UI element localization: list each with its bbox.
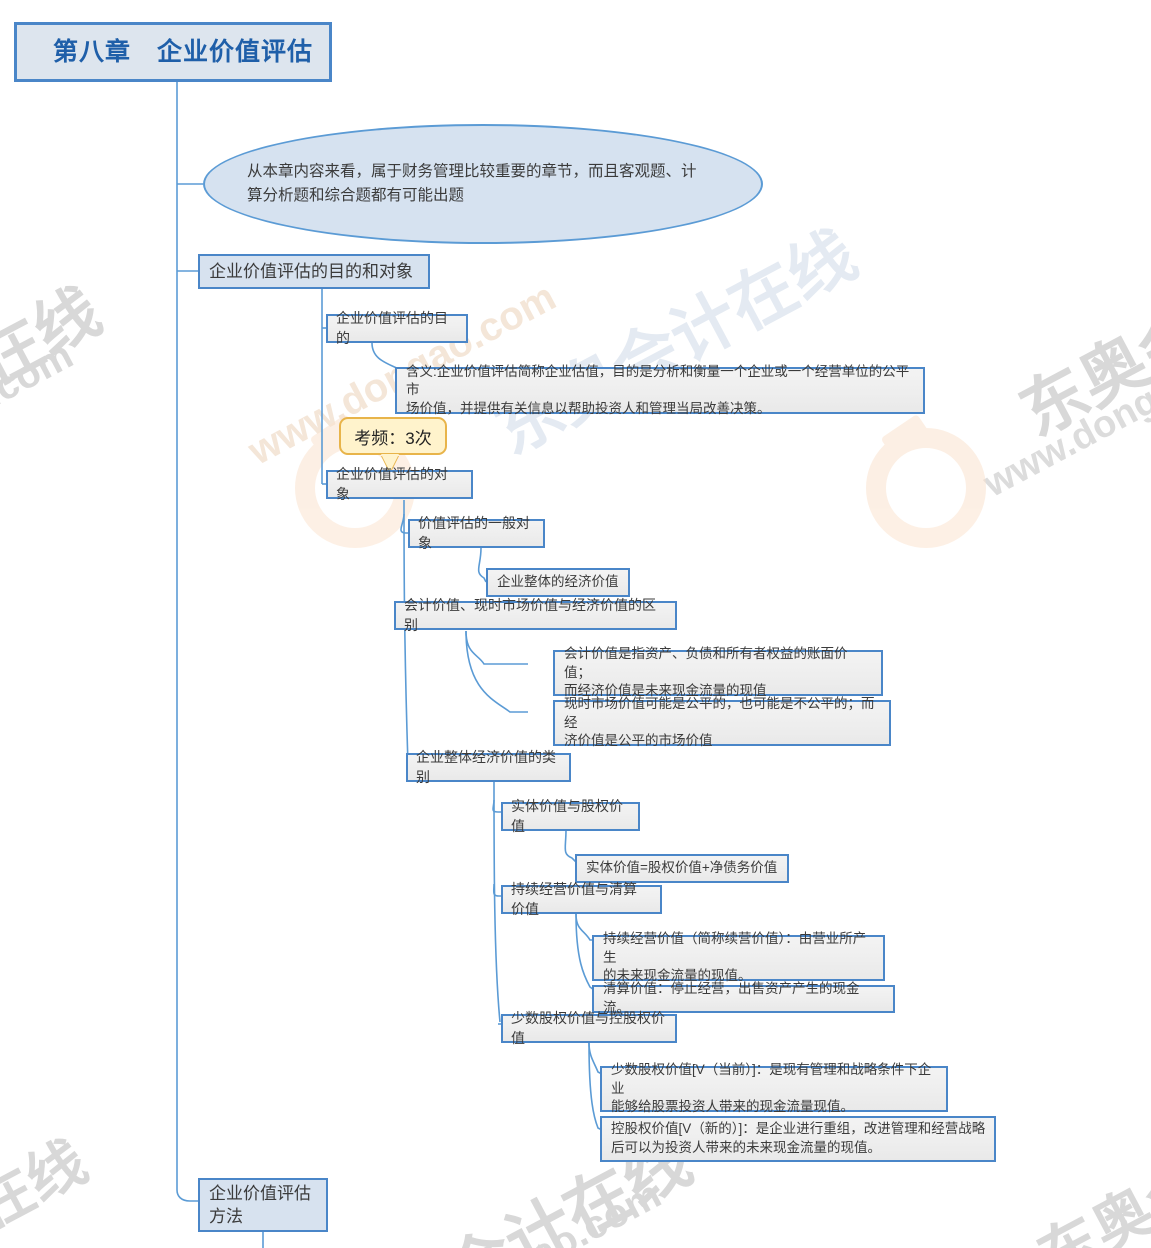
chapter-intro-note[interactable]: 从本章内容来看，属于财务管理比较重要的章节，而且客观题、计 算分析题和综合题都有… <box>203 124 763 244</box>
node-value-difference[interactable]: 会计价值、现时市场价值与经济价值的区别 <box>394 597 677 633</box>
watermark-right-url: www.dongao.com <box>976 316 1151 506</box>
node-minority-vs-controlling[interactable]: 少数股权价值与控股权价值 <box>501 1010 677 1046</box>
exam-frequency-callout[interactable]: 考频：3次 <box>339 417 447 455</box>
detail-going-concern-value[interactable]: 持续经营价值（简称续营价值）：由营业所产生 的未来现金流量的现值。 <box>592 931 885 983</box>
node-value-categories[interactable]: 企业整体经济价值的类别 <box>406 749 571 785</box>
detail-controlling-interest-value[interactable]: 控股权价值[V（新的）]：是企业进行重组，改进管理和经营战略 后可以为投资人带来… <box>600 1116 996 1162</box>
watermark-left-top: 在线 <box>0 274 112 399</box>
detail-value-difference-2[interactable]: 现时市场价值可能是公平的，也可能是不公平的；而经 济价值是公平的市场价值 <box>553 696 891 748</box>
node-valuation-object[interactable]: 企业价值评估的对象 <box>326 466 473 502</box>
detail-value-difference-1[interactable]: 会计价值是指资产、负债和所有者权益的账面价值； 而经济价值是未来现金流量的现值 <box>553 646 883 698</box>
detail-overall-economic-value[interactable]: 企业整体的经济价值 <box>486 568 630 597</box>
detail-liquidation-value[interactable]: 清算价值：停止经营，出售资产产生的现金流。 <box>592 981 895 1015</box>
node-valuation-purpose[interactable]: 企业价值评估的目的 <box>326 310 468 346</box>
node-general-object[interactable]: 价值评估的一般对象 <box>408 515 545 551</box>
watermark-bottomleft: 在线 <box>0 1128 98 1241</box>
watermark-left-com: .com <box>0 332 80 416</box>
detail-minority-interest-value[interactable]: 少数股权价值[V（当前）]：是现有管理和战略条件下企业 能够给股票投资人带来的现… <box>600 1062 948 1114</box>
watermark-right-cn: 东奥会计在线 <box>1008 198 1151 451</box>
watermark-bottom-url: ngao.com <box>480 1172 668 1248</box>
brand-logo-icon-right <box>866 413 986 548</box>
detail-entity-value-formula[interactable]: 实体价值=股权价值+净债务价值 <box>575 854 789 883</box>
branch-valuation-methods[interactable]: 企业价值评估 方法 <box>198 1178 328 1232</box>
page-title[interactable]: 第八章 企业价值评估 <box>14 22 332 82</box>
watermark-rightbottom-cn: 东奥会计在线 <box>1027 1063 1151 1248</box>
node-going-concern-vs-liquidation[interactable]: 持续经营价值与清算价值 <box>501 881 662 917</box>
detail-valuation-purpose[interactable]: 含义:企业价值评估简称企业估值，目的是分析和衡量一个企业或一个经营单位的公平市 … <box>395 364 925 416</box>
exam-frequency-callout-tail <box>381 454 399 472</box>
node-entity-vs-equity-value[interactable]: 实体价值与股权价值 <box>501 798 640 834</box>
branch-purpose-and-object[interactable]: 企业价值评估的目的和对象 <box>198 254 430 289</box>
watermark-center-cn: 东奥会计在线 <box>483 216 868 469</box>
